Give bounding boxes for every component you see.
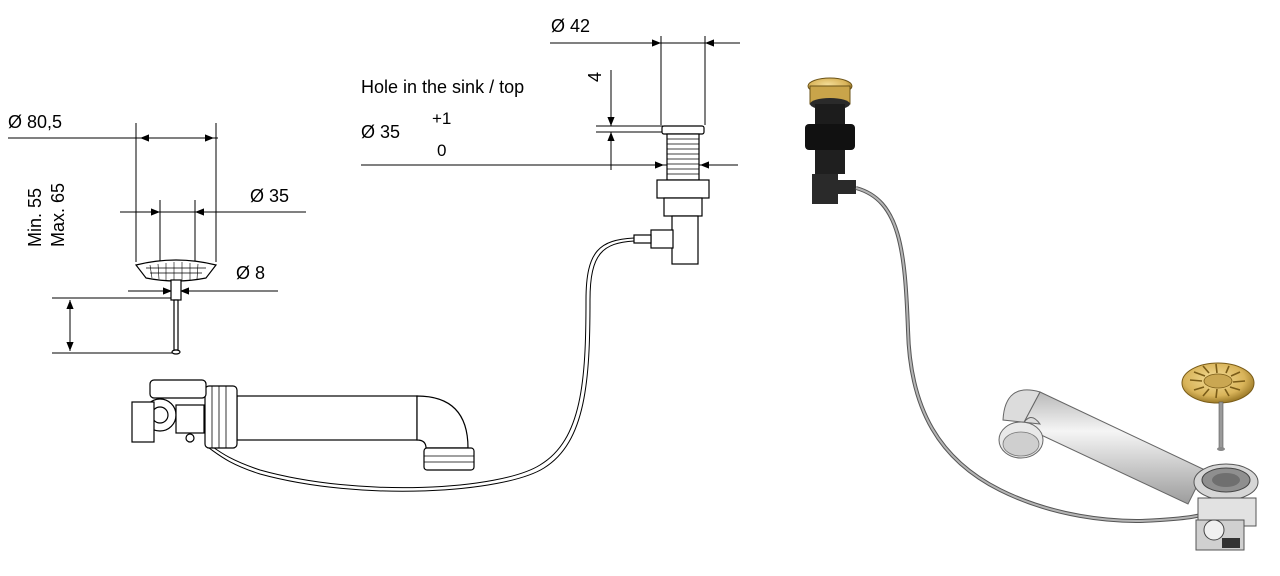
stem-diameter-label: Ø 35 — [250, 186, 289, 206]
tolerance-plus-label: +1 — [432, 109, 451, 128]
push-button-side-view — [633, 125, 710, 265]
waste-pipe-rendered — [998, 389, 1259, 551]
push-button-rendered — [805, 77, 856, 204]
waste-pipe-line-drawing — [131, 379, 475, 471]
basket-dimension-group: Ø 80,5 Ø 35 Ø 8 Min. 55 Max. 65 — [8, 112, 306, 355]
hole-diameter-label: Ø 35 — [361, 122, 400, 142]
button-diameter-label: Ø 42 — [551, 16, 590, 36]
basket-strainer-rendered — [1181, 362, 1255, 451]
tolerance-minus-label: 0 — [437, 141, 446, 160]
button-dimension-group: Ø 42 4 Hole in the sink / top Ø 35 +1 0 — [361, 16, 740, 265]
basket-diameter-label: Ø 80,5 — [8, 112, 62, 132]
pin-diameter-label: Ø 8 — [236, 263, 265, 283]
basket-strainer-side-view — [134, 259, 218, 355]
max-height-label: Max. 65 — [48, 183, 68, 247]
hole-title-label: Hole in the sink / top — [361, 77, 524, 97]
bowden-cable — [209, 237, 635, 489]
thickness-label: 4 — [585, 72, 605, 82]
min-height-label: Min. 55 — [25, 188, 45, 247]
